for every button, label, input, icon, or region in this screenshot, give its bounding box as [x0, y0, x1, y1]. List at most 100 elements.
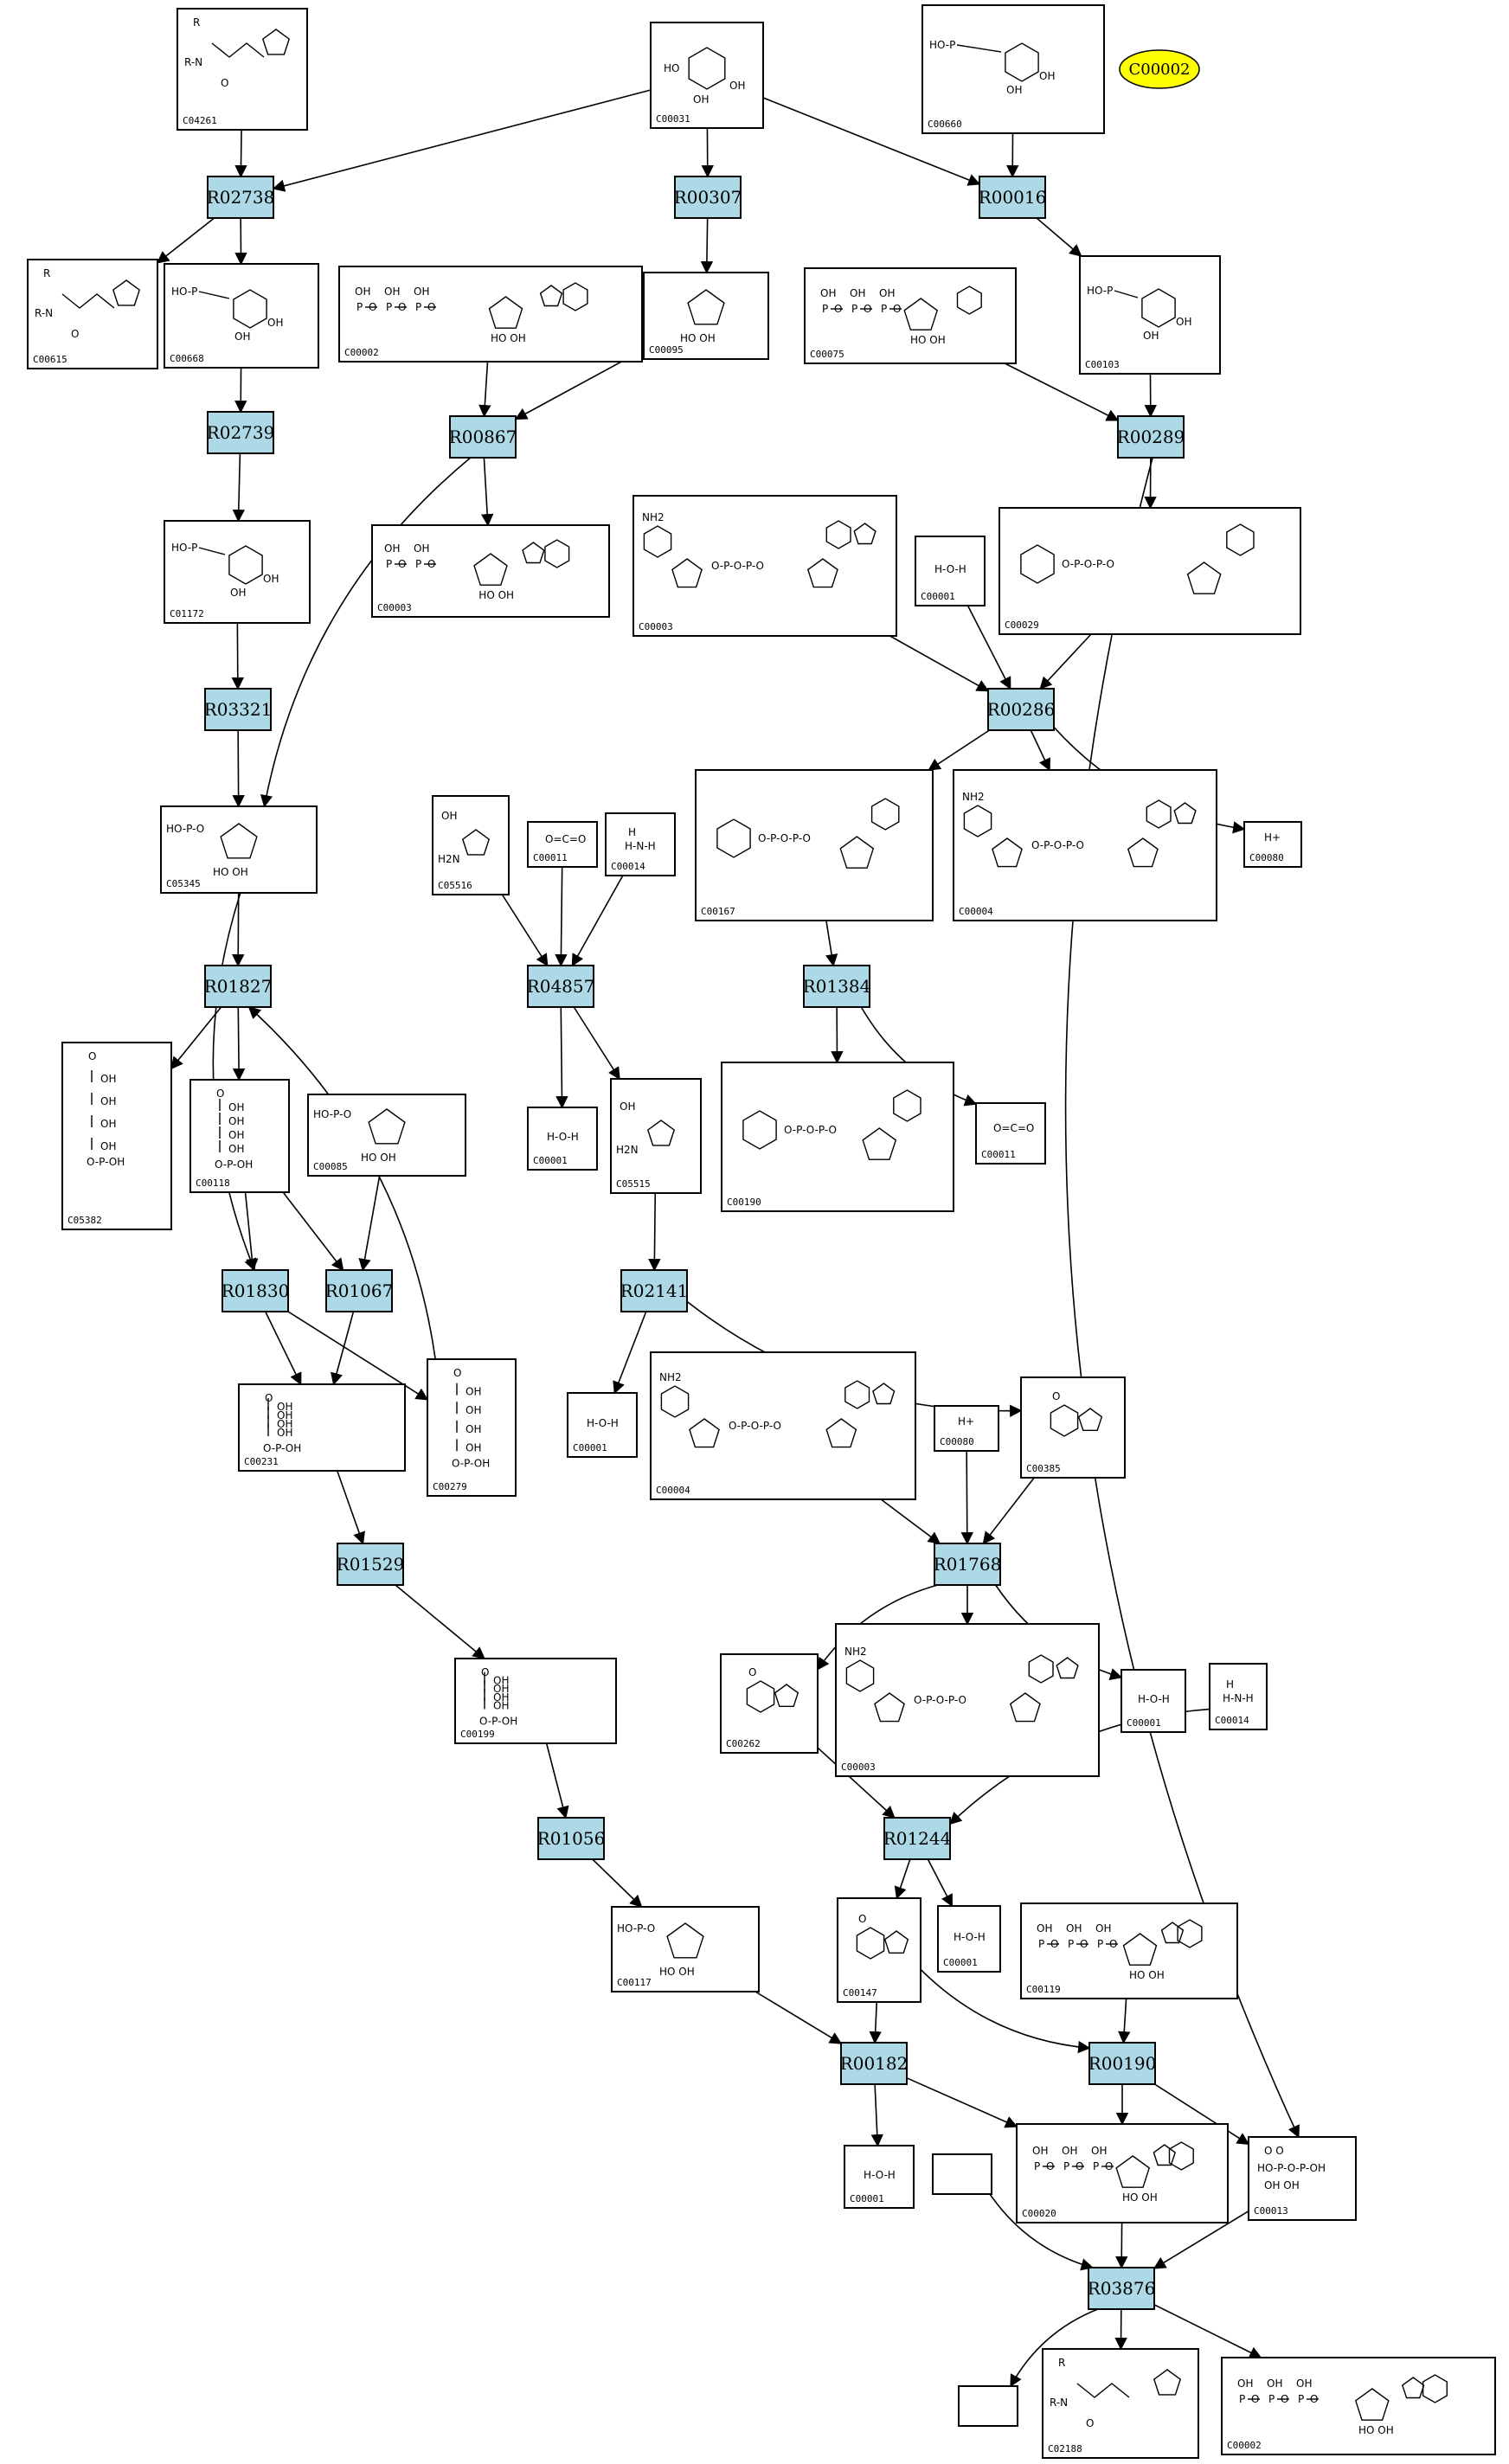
reaction-r02738[interactable]: R02738 [207, 176, 275, 219]
reaction-r01067[interactable]: R01067 [325, 1269, 394, 1312]
compound-label: C00001 [943, 1957, 978, 1968]
reaction-r01244[interactable]: R01244 [883, 1817, 952, 1860]
edge-c00199-R01056 [545, 1742, 569, 1819]
compound-label: C00615 [33, 354, 67, 365]
svg-text:OH: OH [1032, 2145, 1048, 2157]
reaction-r03321[interactable]: R03321 [204, 688, 273, 731]
svg-text:O: O [427, 558, 435, 570]
edge-R03321-c05345 [232, 729, 245, 808]
compound-label: C05515 [616, 1178, 651, 1190]
molecule-structure: H+ [1264, 831, 1281, 844]
svg-text:P: P [1093, 2160, 1099, 2172]
reaction-r01768[interactable]: R01768 [934, 1543, 1002, 1586]
svg-text:OH: OH [879, 287, 895, 299]
highlight-c00002[interactable] [1119, 49, 1200, 89]
svg-text:OH: OH [263, 573, 279, 585]
reaction-r01056[interactable]: R01056 [537, 1817, 606, 1860]
reaction-r00867[interactable]: R00867 [449, 415, 517, 459]
reaction-r00190[interactable]: R00190 [1088, 2042, 1157, 2085]
reaction-r00182[interactable]: R00182 [840, 2042, 909, 2085]
svg-text:R-N: R-N [35, 307, 53, 319]
reaction-r01529[interactable]: R01529 [337, 1543, 405, 1586]
reaction-r00307[interactable]: R00307 [674, 176, 742, 219]
compound-label: C00103 [1085, 359, 1120, 370]
edge-c00118-R01830 [244, 1191, 259, 1272]
compound-blank2[interactable] [958, 2385, 1018, 2427]
reaction-r03876[interactable]: R03876 [1088, 2267, 1156, 2310]
svg-text:OH: OH [1039, 70, 1055, 82]
molecule-structure: O-P-O-P-O [716, 798, 900, 869]
edge-c05345-R01827 [232, 892, 245, 967]
reaction-r02739[interactable]: R02739 [207, 411, 275, 454]
reaction-r01384[interactable]: R01384 [803, 965, 871, 1008]
reaction-r00286[interactable]: R00286 [987, 688, 1056, 731]
molecule-structure: O=C=O [545, 833, 586, 845]
svg-text:OH: OH [466, 1441, 481, 1453]
svg-text:O: O [748, 1666, 756, 1678]
svg-text:HO OH: HO OH [1358, 2424, 1394, 2436]
reaction-r01830[interactable]: R01830 [222, 1269, 290, 1312]
svg-text:P: P [386, 301, 392, 313]
reaction-r00016[interactable]: R00016 [979, 176, 1047, 219]
svg-text:OH: OH [100, 1118, 116, 1130]
reaction-r04857[interactable]: R04857 [527, 965, 595, 1008]
compound-c00080a[interactable]: H+C00080 [1243, 821, 1302, 868]
compound-c00080b[interactable]: H+C00080 [934, 1405, 999, 1452]
edge-R00182-c00020 [906, 2077, 1018, 2128]
svg-text:OH: OH [1066, 1922, 1082, 1935]
reaction-r02141[interactable]: R02141 [620, 1269, 689, 1312]
edge-R02141-c00001c [613, 1311, 647, 1395]
reaction-r01827[interactable]: R01827 [204, 965, 273, 1008]
edge-R02739-c01172 [232, 452, 245, 523]
compound-blank1[interactable] [932, 2153, 992, 2195]
reaction-r00289[interactable]: R00289 [1117, 415, 1185, 459]
